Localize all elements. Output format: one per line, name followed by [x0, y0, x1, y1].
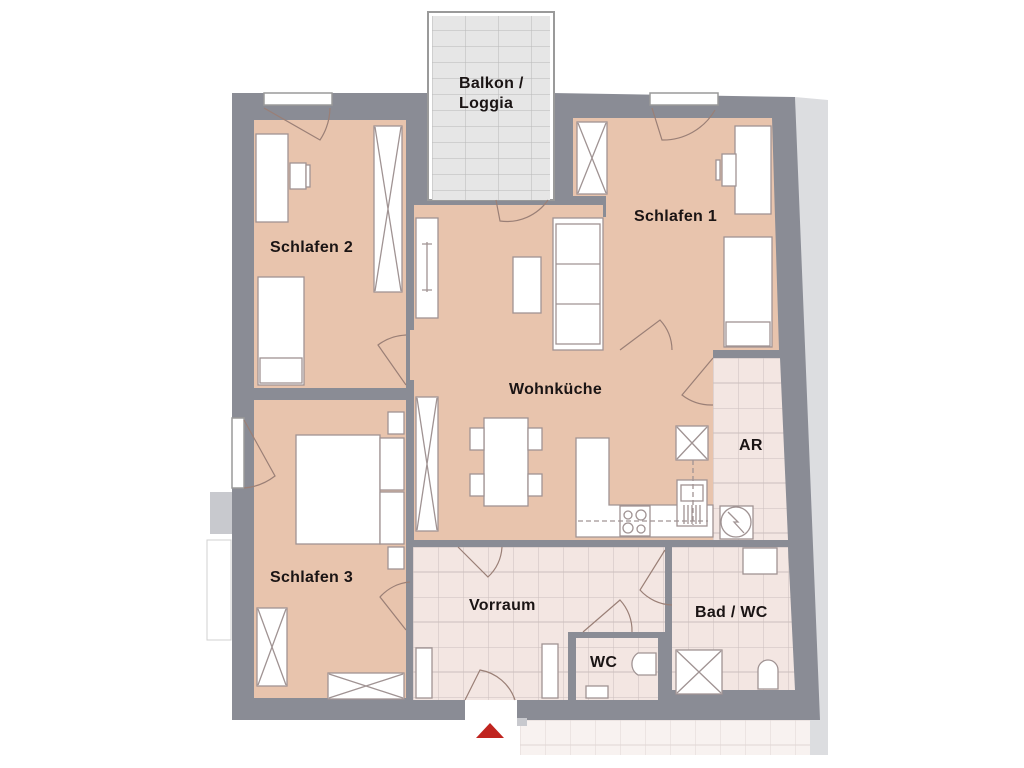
- label-schlafen-1: Schlafen 1: [634, 208, 718, 225]
- label-schlafen-2: Schlafen 2: [270, 239, 354, 256]
- label-balkon-line2: Loggia: [459, 95, 514, 112]
- label-schlafen-3: Schlafen 3: [270, 569, 354, 586]
- windows: [231, 92, 719, 489]
- room-balkon: [427, 11, 555, 201]
- furniture: [255, 121, 779, 700]
- label-balkon-line1: Balkon /: [459, 75, 524, 92]
- neighbour-context: [206, 97, 828, 755]
- door-swings: [243, 107, 716, 701]
- label-balkon: Balkon / Loggia: [459, 74, 524, 114]
- room-vorraum: [413, 547, 665, 700]
- label-wohnkueche: Wohnküche: [509, 381, 603, 398]
- label-wc: WC: [590, 654, 618, 671]
- label-bad: Bad / WC: [695, 604, 768, 621]
- room-ar: [713, 358, 788, 540]
- label-vorraum: Vorraum: [469, 597, 536, 614]
- entrance-triangle-icon: [476, 723, 504, 738]
- label-ar: AR: [739, 437, 763, 454]
